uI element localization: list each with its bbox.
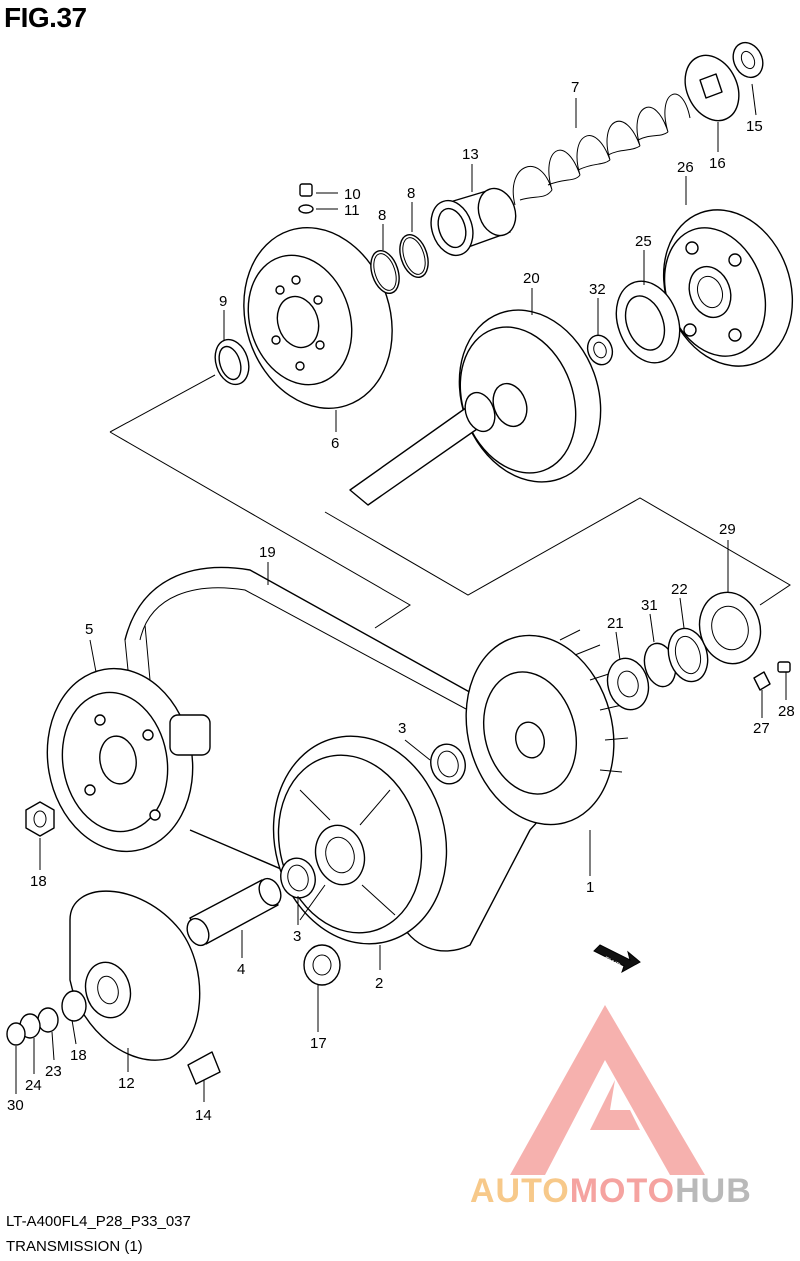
- assembly-boundary-upper: [109, 374, 791, 629]
- part-26-clutch-housing: [662, 209, 794, 367]
- watermark-word-auto: AUTO: [470, 1172, 570, 1210]
- callout-3-lower: 3: [293, 928, 301, 945]
- part-28-bolt: [777, 661, 791, 673]
- figure-name: TRANSMISSION (1): [6, 1238, 143, 1255]
- callout-18-lower: 18: [70, 1047, 87, 1064]
- callout-30: 30: [7, 1097, 24, 1114]
- part-10-11-bolt-washer: [298, 183, 314, 214]
- watermark-wordmark: AUTOMOTOHUB: [470, 1172, 752, 1211]
- callout-25: 25: [635, 233, 652, 250]
- part-16-plate: [684, 54, 740, 122]
- callout-7: 7: [571, 79, 579, 96]
- callout-18-upper: 18: [30, 873, 47, 890]
- callout-20: 20: [523, 270, 540, 287]
- callout-26: 26: [677, 159, 694, 176]
- part-5-driven-pulley: [46, 667, 211, 853]
- part-8-o-rings: [370, 233, 429, 295]
- figure-title: FIG.37: [4, 2, 87, 33]
- callout-6: 6: [331, 435, 339, 452]
- callout-12: 12: [118, 1075, 135, 1092]
- callout-29: 29: [719, 521, 736, 538]
- part-21-collar: [606, 657, 650, 711]
- automotohub-watermark-logo: [510, 1005, 705, 1175]
- fwd-direction-arrow: FWD: [593, 944, 641, 974]
- callout-23: 23: [45, 1063, 62, 1080]
- callout-32: 32: [589, 281, 606, 298]
- part-27-washer: [753, 671, 771, 691]
- callout-13: 13: [462, 146, 479, 163]
- part-9-ring: [214, 338, 250, 386]
- part-32-bushing: [586, 334, 614, 366]
- part-6-drive-face-plate: [243, 227, 393, 409]
- part-14-guide: [187, 1051, 221, 1085]
- part-15-nut: [732, 41, 764, 79]
- part-30-nut: [6, 1022, 26, 1046]
- callout-27: 27: [753, 720, 770, 737]
- callout-labels: 1 2 3 3 4 5 6 7 8 8 9 10 11 12 13 14 15 …: [7, 79, 795, 1124]
- callout-5: 5: [85, 621, 93, 638]
- part-20-clutch-drum: [349, 309, 602, 506]
- callout-19: 19: [259, 544, 276, 561]
- part-29-bearing: [698, 591, 762, 665]
- callout-14: 14: [195, 1107, 212, 1124]
- part-22-seal: [667, 627, 709, 683]
- part-17-bearing: [303, 944, 341, 986]
- part-23-washer: [37, 1007, 59, 1033]
- leader-lines: [15, 83, 787, 1102]
- part-18-nut-upper: [25, 801, 55, 837]
- callout-15: 15: [746, 118, 763, 135]
- callout-9: 9: [219, 293, 227, 310]
- callout-28: 28: [778, 703, 795, 720]
- callout-2: 2: [375, 975, 383, 992]
- callout-8-right: 8: [407, 185, 415, 202]
- callout-4: 4: [237, 961, 245, 978]
- part-18-nut-lower: [61, 990, 87, 1022]
- part-25-one-way-clutch: [615, 280, 681, 364]
- watermark-word-hub: HUB: [675, 1172, 752, 1210]
- part-13-collar: [430, 187, 517, 257]
- part-12-cover: [69, 890, 201, 1061]
- callout-3-upper: 3: [398, 720, 406, 737]
- part-3-seals: [280, 743, 466, 899]
- callout-16: 16: [709, 155, 726, 172]
- callout-11: 11: [344, 202, 360, 219]
- part-4-sleeve: [186, 877, 282, 947]
- callout-1: 1: [586, 879, 594, 896]
- part-1-movable-face: [465, 629, 629, 826]
- callout-31: 31: [641, 597, 658, 614]
- part-2-driven-pulley: [272, 735, 448, 945]
- part-7-spring: [512, 93, 691, 206]
- callout-8-left: 8: [378, 207, 386, 224]
- callout-21: 21: [607, 615, 624, 632]
- callout-17: 17: [310, 1035, 327, 1052]
- callout-22: 22: [671, 581, 688, 598]
- callout-24: 24: [25, 1077, 42, 1094]
- callout-10: 10: [344, 186, 361, 203]
- watermark-word-moto: MOTO: [569, 1172, 676, 1210]
- figure-code: LT-A400FL4_P28_P33_037: [6, 1213, 191, 1230]
